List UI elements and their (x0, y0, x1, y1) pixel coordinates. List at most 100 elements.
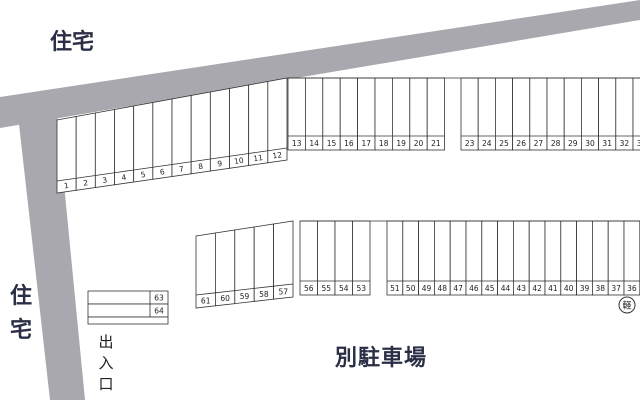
stall-number: 2 (83, 178, 89, 188)
stall-number: 28 (551, 139, 561, 148)
parking-stall-10: 10 (229, 84, 250, 169)
stall-number: 46 (469, 284, 479, 293)
parking-stall-64: 64 (87, 303, 169, 318)
parking-stall-56: 56 (299, 220, 318, 296)
stall-number: 11 (253, 153, 264, 163)
stall-number-divider (229, 153, 249, 157)
stall-number-divider (234, 288, 255, 291)
parking-stall-60: 60 (214, 229, 236, 307)
parking-stall-30: 30 (581, 77, 600, 151)
stall-number: 61 (201, 296, 211, 305)
parking-stall-14: 14 (304, 77, 324, 151)
stall-number-divider (210, 155, 230, 160)
parking-stall-19: 19 (391, 77, 411, 151)
parking-stall-48: 48 (433, 220, 451, 296)
stall-number-divider (267, 147, 288, 152)
parking-stall-3: 3 (94, 109, 115, 188)
parking-stall-15: 15 (322, 77, 341, 151)
parking-stall-45: 45 (481, 220, 498, 296)
stall-number: 23 (465, 139, 475, 148)
stall-number: 16 (344, 139, 354, 148)
stall-number: 41 (548, 284, 558, 293)
stall-number: 37 (611, 284, 621, 293)
stall-number: 1 (63, 181, 69, 191)
stall-number: 56 (304, 284, 314, 293)
parking-stall-2: 2 (75, 112, 96, 191)
parking-stall-16: 16 (339, 77, 359, 151)
stall-number: 36 (627, 284, 637, 293)
stall-number: 12 (272, 150, 283, 160)
parking-stall-27: 27 (529, 77, 548, 151)
stall-number: 3 (102, 175, 108, 185)
parking-stall-21: 21 (426, 77, 446, 151)
stall-number: 30 (585, 139, 595, 148)
stall-number: 20 (414, 139, 424, 148)
parking-stall-9: 9 (209, 88, 230, 172)
parking-stall-46: 46 (465, 220, 483, 296)
parking-stall-51: 51 (386, 220, 404, 296)
stall-number-divider (152, 164, 173, 168)
parking-stall-58: 58 (253, 223, 275, 302)
stall-number: 57 (279, 288, 289, 297)
parking-stall-1: 1 (56, 116, 77, 194)
stall-number: 43 (517, 284, 527, 293)
stall-number: 53 (356, 284, 366, 293)
stall-number-divider (195, 292, 216, 296)
parking-stall-53: 53 (352, 220, 371, 296)
parking-stall-63: 63 (87, 290, 169, 305)
parking-stall-49: 49 (418, 220, 435, 296)
stall-number: 59 (240, 292, 250, 301)
residence-label-left: 住宅 (8, 280, 34, 348)
stall-number: 26 (516, 139, 526, 148)
stall-number: 64 (154, 307, 164, 316)
stall-number: 51 (390, 284, 400, 293)
parking-stall-26: 26 (512, 77, 531, 151)
road-top (0, 0, 640, 128)
stall-number: 15 (327, 139, 337, 148)
parking-annex-label: 別駐車場 (335, 346, 428, 371)
stall-number: 8 (198, 162, 204, 172)
stall-number: 54 (339, 284, 349, 293)
parking-stall-43: 43 (513, 220, 530, 296)
kei-car-marker-label: 軽 (622, 301, 631, 312)
stall-number-divider (254, 285, 274, 289)
stall-number: 40 (564, 284, 574, 293)
parking-stall-44: 44 (497, 220, 514, 296)
stall-number-divider (171, 161, 192, 165)
entrance-exit-label: 出入口 (98, 333, 114, 393)
stall-outline (267, 77, 288, 164)
stall-number: 25 (499, 139, 509, 148)
stall-number: 24 (482, 139, 492, 148)
stall-number: 38 (596, 284, 606, 293)
residence-label-top: 住宅 (50, 30, 95, 55)
parking-stall-18: 18 (374, 77, 393, 151)
stall-number-divider (248, 150, 268, 154)
residence-label-left-text: 住宅 (9, 284, 32, 343)
stall-number: 13 (292, 139, 302, 148)
parking-stall-50: 50 (402, 220, 419, 296)
stall-number-divider (76, 175, 96, 179)
stall-number: 21 (431, 139, 441, 148)
stall-number: 31 (602, 139, 612, 148)
parking-stall-28: 28 (546, 77, 565, 151)
stall-number: 18 (379, 139, 389, 148)
parking-stall-36: 36 (623, 220, 640, 296)
stall-number: 42 (532, 284, 542, 293)
stall-number: 33 (637, 139, 640, 148)
stall-number-divider (133, 166, 153, 171)
parking-stall-25: 25 (494, 77, 513, 151)
parking-stall-55: 55 (317, 220, 336, 296)
parking-stall-37: 37 (607, 220, 625, 296)
stall-number: 44 (501, 284, 511, 293)
parking-stall-5: 5 (133, 102, 154, 183)
stall-number: 19 (396, 139, 406, 148)
stall-number: 7 (178, 164, 184, 174)
stall-number: 47 (453, 284, 463, 293)
stall-number-divider (273, 283, 294, 287)
parking-stall-33: 33 (632, 77, 640, 151)
stall-number: 4 (121, 173, 127, 183)
stall-number: 29 (568, 139, 578, 148)
kei-car-marker-circle (618, 296, 636, 314)
